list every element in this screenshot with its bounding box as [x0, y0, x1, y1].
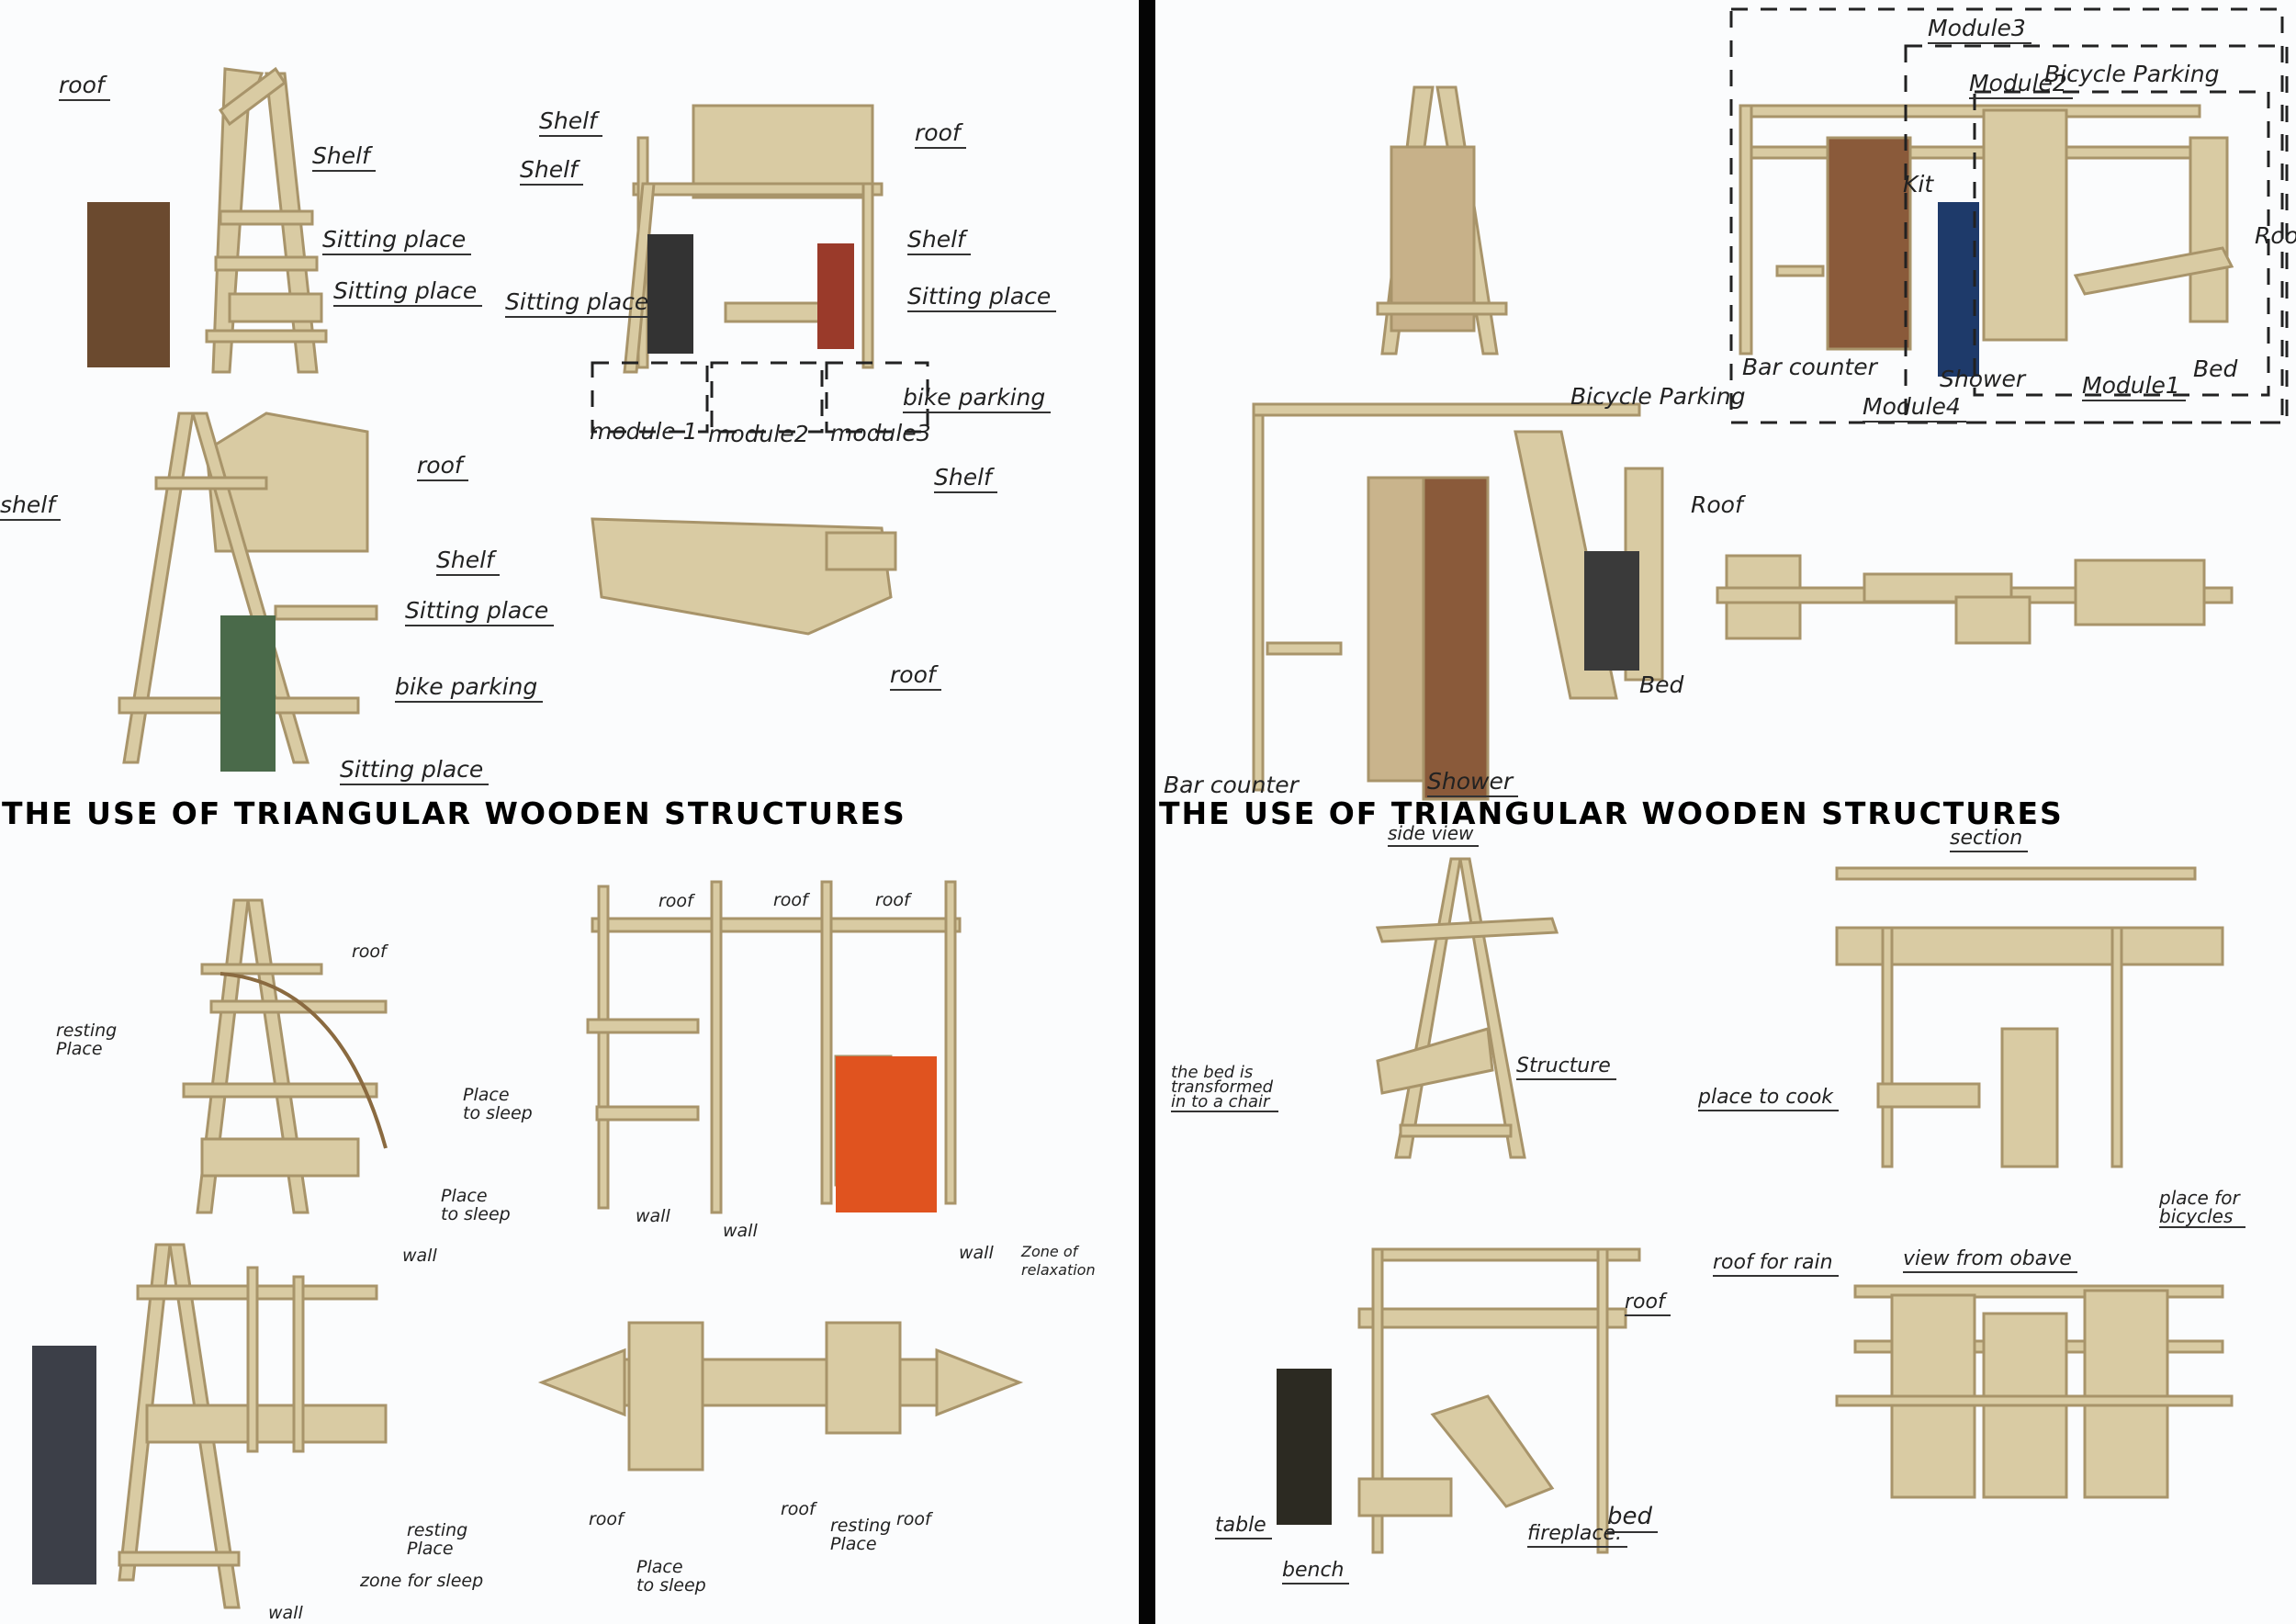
shelter-model: [118, 412, 378, 764]
label-shelf: Shelf: [436, 547, 500, 576]
label-bar-counter: Bar counter: [1164, 772, 1299, 798]
label-place-to-sleep: Place to sleep: [441, 1186, 511, 1224]
label-resting-place: resting Place: [407, 1520, 468, 1559]
label-place-for-bicycles: place for bicycles: [2159, 1189, 2245, 1228]
label-roof: roof: [417, 452, 468, 481]
label-side-view: side view: [1388, 822, 1480, 847]
label-module-3: module3: [830, 420, 931, 446]
label-shower: Shower: [1427, 768, 1519, 797]
label-shelf: Shelf: [934, 464, 997, 493]
curved-tower-model: [182, 898, 388, 1214]
label-shelf: Shelf: [539, 107, 602, 137]
plan-view-model: [1716, 554, 2234, 645]
label-roof: roof: [915, 119, 966, 149]
label-roof: roof: [896, 1509, 931, 1529]
label-section: section: [1950, 827, 2029, 852]
label-table: table: [1215, 1514, 1272, 1539]
label-module-2: Module2: [1969, 70, 2073, 99]
label-shelf: Shelf: [312, 142, 376, 172]
label-module-2: module2: [708, 421, 809, 447]
top-view-model: [537, 1321, 1024, 1472]
label-shelf: shelf: [0, 491, 61, 521]
section-title-right: THE USE OF TRIANGULAR WOODEN STRUCTURES: [1159, 795, 2064, 831]
label-fireplace: fireplace.: [1527, 1522, 1627, 1548]
swing-bed-model: [1357, 1247, 1641, 1554]
modules-row-model: [1739, 104, 2234, 355]
label-roof: roof: [589, 1509, 624, 1529]
label-view-from-above: view from obave: [1903, 1247, 2077, 1273]
label-module-4: Module4: [1863, 393, 1966, 423]
label-bike-parking: bike parking: [903, 384, 1052, 413]
label-sitting-place: Sitting place: [505, 288, 655, 318]
label-wall: wall: [636, 1206, 670, 1226]
label-bed: Bed: [2193, 355, 2238, 382]
label-bench: bench: [1282, 1559, 1350, 1585]
tower-model-1: [205, 66, 328, 374]
label-place-to-sleep: Place to sleep: [463, 1085, 533, 1123]
label-zone-for-sleep: zone for sleep: [360, 1571, 484, 1591]
label-wall: wall: [402, 1246, 437, 1266]
label-bike-parking: bike parking: [395, 673, 544, 703]
label-resting-place: resting Place: [56, 1021, 118, 1059]
label-sitting-place: Sitting place: [907, 283, 1057, 312]
label-shower: Shower: [1940, 366, 2026, 392]
label-roof: roof: [781, 1499, 816, 1519]
label-shelf: Shelf: [520, 156, 583, 186]
label-bed: bed: [1607, 1503, 1659, 1533]
label-roof: roof: [773, 890, 808, 910]
dashed-module-boundaries: [591, 7, 2289, 434]
label-sitting-place: Sitting place: [333, 277, 483, 307]
label-bar-counter: Bar counter: [1742, 354, 1877, 380]
label-sitting-place: Sitting place: [322, 226, 472, 255]
label-roof-for-rain: roof for rain: [1713, 1251, 1839, 1277]
roof-box-model: [591, 517, 897, 636]
side-view-model: [1375, 857, 1559, 1159]
label-module-1: module 1: [590, 418, 698, 445]
label-roof: roof: [1625, 1291, 1671, 1316]
easel-model: [1376, 85, 1508, 355]
label-roof: roof: [890, 661, 941, 691]
label-sitting-place: Sitting place: [340, 756, 490, 785]
label-resting-place: resting Place: [830, 1516, 892, 1554]
label-wall: wall: [268, 1603, 303, 1623]
label-roof: roof: [59, 72, 110, 101]
label-roof: roof: [658, 891, 693, 911]
multi-a-frame-model: [118, 1243, 388, 1609]
label-roof: roof: [875, 890, 910, 910]
label-place-to-sleep: Place to sleep: [636, 1557, 706, 1596]
label-bed-transformed-into-chair: the bed is transformed in to a chair: [1171, 1065, 1279, 1112]
label-wall: wall: [959, 1243, 994, 1263]
label-module-3: Module3: [1928, 15, 2032, 44]
section-title-left: THE USE OF TRIANGULAR WOODEN STRUCTURES: [2, 795, 906, 831]
label-kit: Kit: [1903, 171, 1934, 197]
section-model: [1835, 866, 2224, 1168]
label-structure: Structure: [1516, 1054, 1616, 1080]
label-shelf: Shelf: [907, 226, 971, 255]
human-figures: [32, 202, 1979, 1585]
label-place-to-cook: place to cook: [1698, 1086, 1840, 1111]
quadrant-divider: [1139, 0, 1155, 1624]
label-wall: wall: [723, 1221, 758, 1241]
label-roof: Roof: [1691, 491, 1743, 518]
label-module-1: Module1: [2082, 372, 2186, 401]
label-roof: roof: [352, 942, 387, 962]
label-bed: Bed: [1639, 671, 1684, 698]
label-sitting-place: Sitting place: [405, 597, 555, 626]
modules-model: [623, 104, 884, 374]
plan-view-model-2: [1835, 1284, 2234, 1499]
label-zone-of-relaxation: Zone of relaxation: [1021, 1243, 1096, 1279]
label-bicycle-parking: Bicycle Parking: [2044, 61, 2220, 87]
label-roof: Roof: [2255, 222, 2296, 249]
label-bicycle-parking: Bicycle Parking: [1570, 383, 1746, 410]
